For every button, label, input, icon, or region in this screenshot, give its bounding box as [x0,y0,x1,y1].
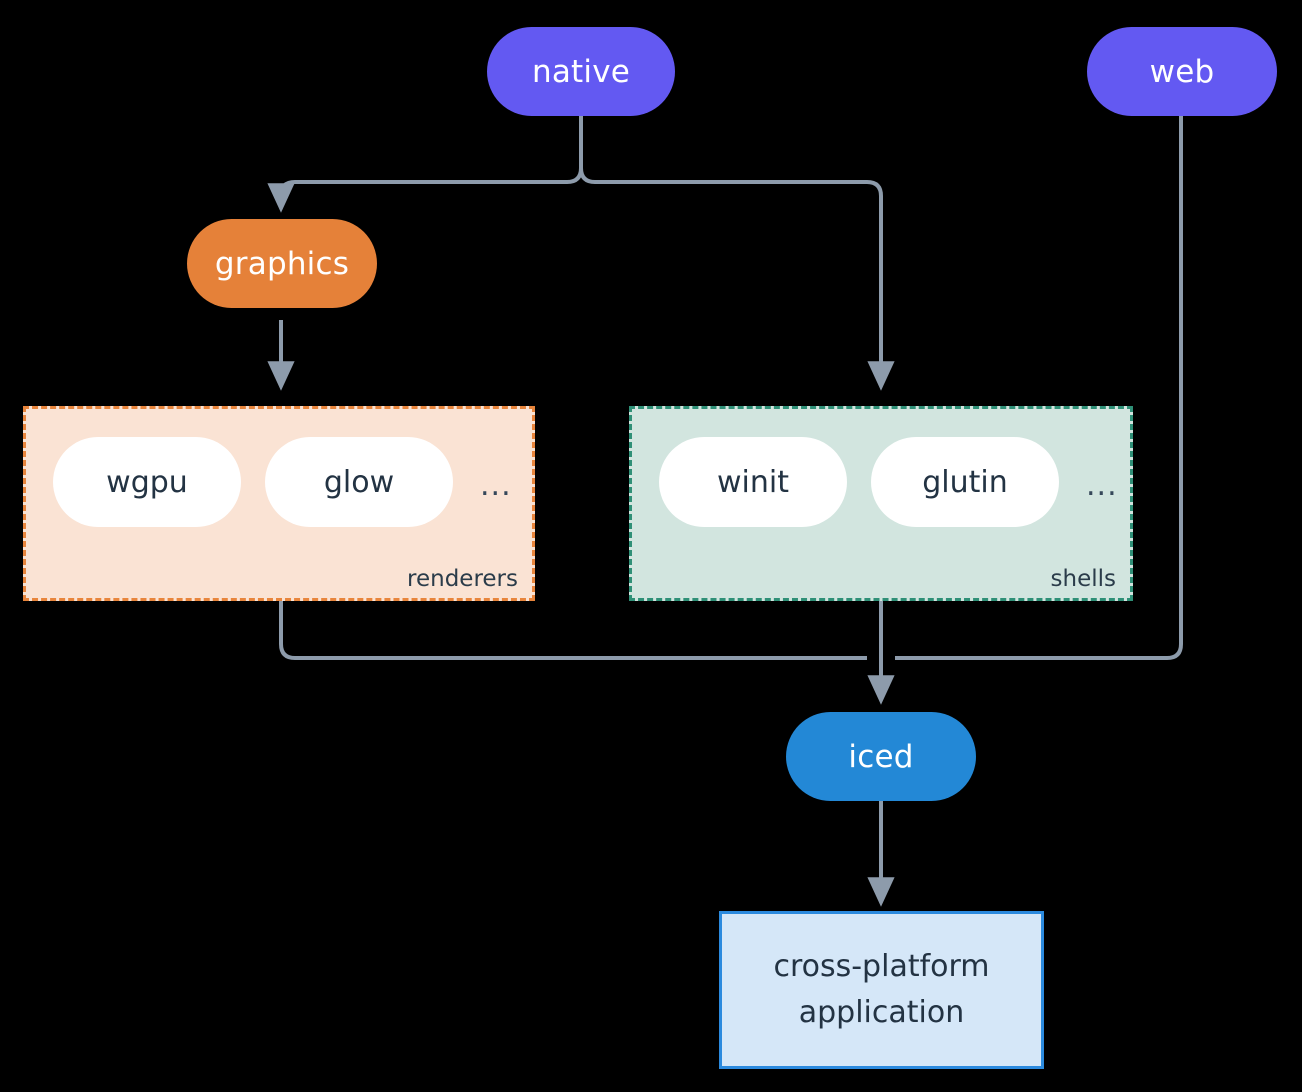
application-label-line1: cross-platform [773,948,990,984]
group-item-glow-label: glow [323,464,395,500]
group-renderers: wgpu glow ... renderers [23,406,535,601]
node-iced[interactable]: iced [786,712,976,801]
group-renderers-label: renderers [407,566,518,592]
group-shells-label: shells [1050,566,1116,592]
group-item-winit[interactable]: winit [659,437,847,527]
node-web-label: web [1149,53,1215,90]
node-graphics-label: graphics [214,245,350,282]
node-iced-label: iced [848,738,914,775]
group-item-glow[interactable]: glow [265,437,453,527]
node-cross-platform-application[interactable]: cross-platform application [719,911,1044,1069]
group-item-wgpu-label: wgpu [106,464,188,500]
application-label-line2: application [798,995,965,1030]
group-renderers-more: ... [480,468,512,503]
edge-renderers-to-iced [279,601,867,660]
group-item-glutin-label: glutin [922,464,1008,500]
group-item-glutin[interactable]: glutin [871,437,1059,527]
group-shells: winit glutin ... shells [629,406,1133,601]
node-graphics[interactable]: graphics [187,219,377,308]
group-item-wgpu[interactable]: wgpu [53,437,241,527]
node-native[interactable]: native [487,27,675,116]
group-shells-more: ... [1086,468,1118,503]
edge-native-to-shells [579,167,895,391]
node-web[interactable]: web [1087,27,1277,116]
group-item-winit-label: winit [717,464,789,500]
edge-native-to-graphics [267,167,583,213]
node-native-label: native [531,53,631,90]
